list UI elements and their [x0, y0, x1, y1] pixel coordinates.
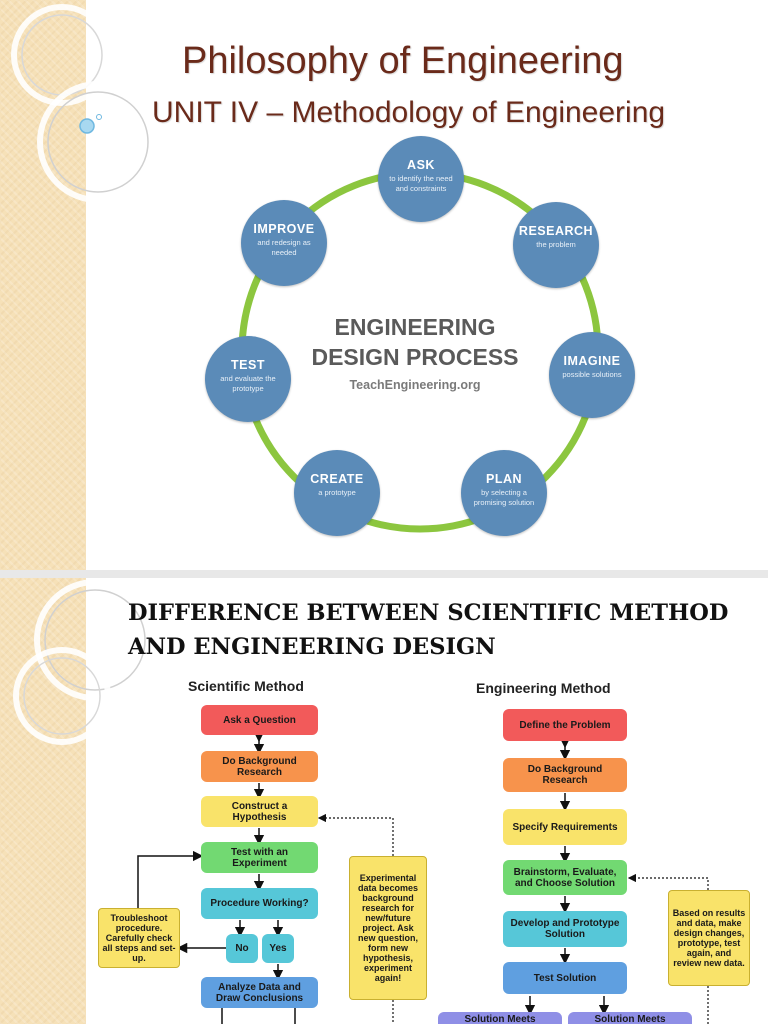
slide-divider — [0, 570, 768, 578]
slide-title: Philosophy of Engineering — [182, 40, 624, 82]
scientific-method-title: Scientific Method — [188, 678, 304, 694]
eng-background-research: Do Background Research — [503, 758, 627, 792]
engineering-method-title: Engineering Method — [476, 680, 611, 696]
flowchart-connectors — [137, 731, 709, 1024]
eng-develop-prototype: Develop and Prototype Solution — [503, 911, 627, 947]
step-plan: PLAN by selecting a promising solution — [461, 450, 547, 536]
troubleshoot-note: Troubleshoot procedure. Carefully check … — [98, 908, 180, 968]
step-ask: ASK to identify the need and constraints — [378, 136, 464, 222]
sci-ask-question: Ask a Question — [201, 705, 318, 735]
slide-subtitle: UNIT IV – Methodology of Engineering — [152, 96, 666, 129]
slide-1: Philosophy of Engineering UNIT IV – Meth… — [0, 0, 666, 570]
eng-solution-meets-left: Solution Meets — [438, 1012, 562, 1024]
sci-construct-hypothesis: Construct a Hypothesis — [201, 796, 318, 827]
eng-define-problem: Define the Problem — [503, 709, 627, 741]
step-research: RESEARCH the problem — [513, 202, 599, 288]
comparison-heading: DIFFERENCE BETWEEN SCIENTIFIC METHOD AND… — [128, 600, 729, 660]
step-test: TEST and evaluate the prototype — [205, 336, 291, 422]
diagram-center-title: ENGINEERING DESIGN PROCESS — [311, 314, 519, 370]
sci-background-research: Do Background Research — [201, 751, 318, 782]
step-create: CREATE a prototype — [294, 450, 380, 536]
eng-brainstorm-solution: Brainstorm, Evaluate, and Choose Solutio… — [503, 860, 627, 895]
decorative-circles — [11, 4, 159, 203]
eng-solution-meets-right: Solution Meets — [568, 1012, 692, 1024]
decorative-side-panel — [0, 0, 86, 570]
sci-analyze-data: Analyze Data and Draw Conclusions — [201, 977, 318, 1008]
sci-answer-yes: Yes — [262, 934, 294, 963]
experimental-data-note: Experimental data becomes background res… — [349, 856, 427, 1000]
decorative-circles — [13, 579, 156, 745]
eng-test-solution: Test Solution — [503, 962, 627, 994]
diagram-source-label: TeachEngineering.org — [349, 378, 481, 392]
step-improve: IMPROVE and redesign as needed — [241, 200, 327, 286]
design-changes-note: Based on results and data, make design c… — [668, 890, 750, 986]
step-imagine: IMAGINE possible solutions — [549, 332, 635, 418]
sci-test-experiment: Test with an Experiment — [201, 842, 318, 873]
slide-2: DIFFERENCE BETWEEN SCIENTIFIC METHOD AND… — [0, 578, 768, 1024]
sci-procedure-working: Procedure Working? — [201, 888, 318, 919]
eng-specify-requirements: Specify Requirements — [503, 809, 627, 845]
sci-answer-no: No — [226, 934, 258, 963]
